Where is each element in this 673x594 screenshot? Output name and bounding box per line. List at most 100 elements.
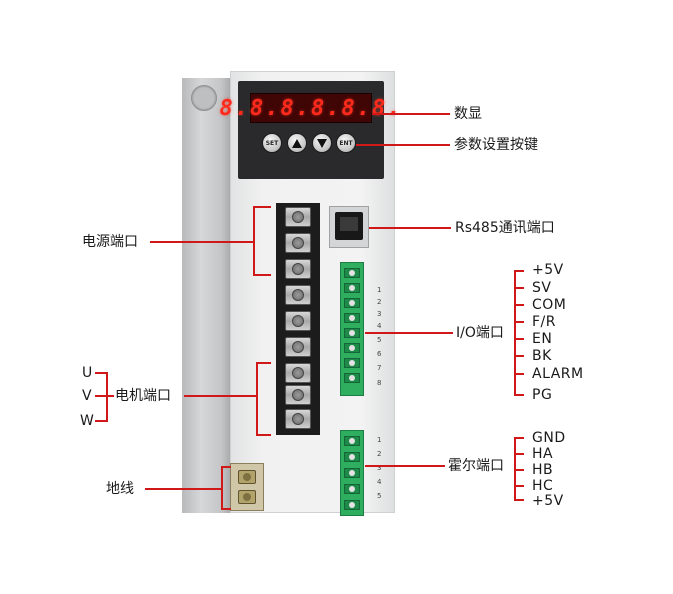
display-leader-line [372, 113, 450, 115]
hall-pin[interactable] [344, 452, 360, 462]
brand-logo-icon [191, 85, 217, 111]
ground-screw[interactable] [238, 470, 256, 484]
terminal-screw[interactable] [285, 207, 311, 227]
heatsink [182, 78, 237, 513]
hall-signal-tick [514, 485, 524, 487]
hall-signal-tick [514, 469, 524, 471]
param-keys-leader-line [356, 144, 450, 146]
hall-pin[interactable] [344, 436, 360, 446]
io-pin[interactable] [344, 268, 360, 278]
io-pin-number: 3 [377, 310, 382, 318]
terminal-screw[interactable] [285, 259, 311, 279]
hall-pin-number: 5 [377, 492, 382, 500]
hall-pin-number: 4 [377, 478, 382, 486]
io-pin-number: 7 [377, 364, 382, 372]
io-pin[interactable] [344, 328, 360, 338]
terminal-screw[interactable] [285, 337, 311, 357]
hall-port-label: 霍尔端口 [448, 458, 504, 474]
motor-leader-line [184, 395, 256, 397]
param-keys-label: 参数设置按键 [454, 137, 538, 153]
ground-bracket-bottom [223, 508, 231, 510]
hall-signal-tick [514, 499, 524, 501]
io-leader-line [365, 332, 453, 334]
io-signal-tick [514, 355, 524, 357]
motor-port-label: 电机端口 [115, 388, 171, 404]
power-leader-line [150, 241, 253, 243]
ent-button[interactable]: ENT [336, 133, 356, 153]
io-signal: SV [532, 280, 552, 296]
io-signal: BK [532, 348, 552, 364]
hall-leader-line [365, 465, 445, 467]
io-pin[interactable] [344, 298, 360, 308]
hall-signal-tick [514, 437, 524, 439]
arrow-down-icon [317, 138, 327, 148]
terminal-screw[interactable] [285, 385, 311, 405]
hall-signal-tick [514, 453, 524, 455]
io-signal-tick [514, 270, 524, 272]
rs485-leader-line [369, 227, 451, 229]
motor-phase: W [80, 413, 95, 429]
arrow-up-icon [292, 138, 302, 148]
io-signal: EN [532, 331, 553, 347]
hall-signal: HB [532, 462, 554, 478]
io-signal: COM [532, 297, 567, 313]
ground-screw[interactable] [238, 490, 256, 504]
motor-bracket-bottom [258, 434, 271, 436]
digital-display: 8.8.8.8.8.8. [220, 93, 400, 123]
io-pin-number: 6 [377, 350, 382, 358]
ground-bracket-vertical [221, 466, 223, 510]
io-port-label: I/O端口 [456, 325, 504, 341]
hall-pin[interactable] [344, 468, 360, 478]
io-pin-number: 5 [377, 336, 382, 344]
motor-phase: U [82, 365, 93, 381]
hall-pin-number: 3 [377, 464, 382, 472]
uvw-tick [95, 372, 107, 374]
io-signal-bracket-vertical [514, 270, 516, 396]
io-pin[interactable] [344, 283, 360, 293]
terminal-screw[interactable] [285, 409, 311, 429]
io-signal-tick [514, 321, 524, 323]
power-bracket-vertical [253, 206, 255, 276]
hall-signal: HC [532, 478, 554, 494]
display-digits: 8.8.8.8.8.8. [219, 95, 403, 121]
terminal-screw[interactable] [285, 363, 311, 383]
up-button[interactable] [287, 133, 307, 153]
power-bracket-top [255, 206, 271, 208]
io-signal-tick [514, 394, 524, 396]
terminal-screw[interactable] [285, 311, 311, 331]
set-button[interactable]: SET [262, 133, 282, 153]
io-signal-tick [514, 304, 524, 306]
power-bracket-bottom [255, 274, 271, 276]
motor-phase: V [82, 388, 93, 404]
io-signal-tick [514, 287, 524, 289]
io-signal: PG [532, 387, 553, 403]
io-signal: F/R [532, 314, 556, 330]
ent-button-label: ENT [339, 139, 353, 147]
io-pin[interactable] [344, 373, 360, 383]
uvw-tick [95, 420, 107, 422]
set-button-label: SET [265, 139, 279, 147]
hall-pin[interactable] [344, 484, 360, 494]
hall-pin-number: 1 [377, 436, 382, 444]
io-pin[interactable] [344, 358, 360, 368]
terminal-screw[interactable] [285, 285, 311, 305]
uvw-tick [95, 395, 107, 397]
down-button[interactable] [312, 133, 332, 153]
hall-signal: GND [532, 430, 566, 446]
io-signal: ALARM [532, 366, 584, 382]
display-label: 数显 [454, 106, 482, 122]
hall-pin[interactable] [344, 500, 360, 510]
ground-leader-line [145, 488, 221, 490]
io-signal: +5V [532, 262, 564, 278]
io-pin-number: 1 [377, 286, 382, 294]
io-signal-tick [514, 338, 524, 340]
io-pin[interactable] [344, 343, 360, 353]
uvw-connector [106, 395, 114, 397]
rs485-socket-inner [340, 217, 358, 231]
terminal-screw[interactable] [285, 233, 311, 253]
rs485-port-label: Rs485通讯端口 [455, 220, 555, 236]
io-signal-tick [514, 373, 524, 375]
io-pin-number: 4 [377, 322, 382, 330]
hall-signal: +5V [532, 493, 564, 509]
io-pin[interactable] [344, 313, 360, 323]
